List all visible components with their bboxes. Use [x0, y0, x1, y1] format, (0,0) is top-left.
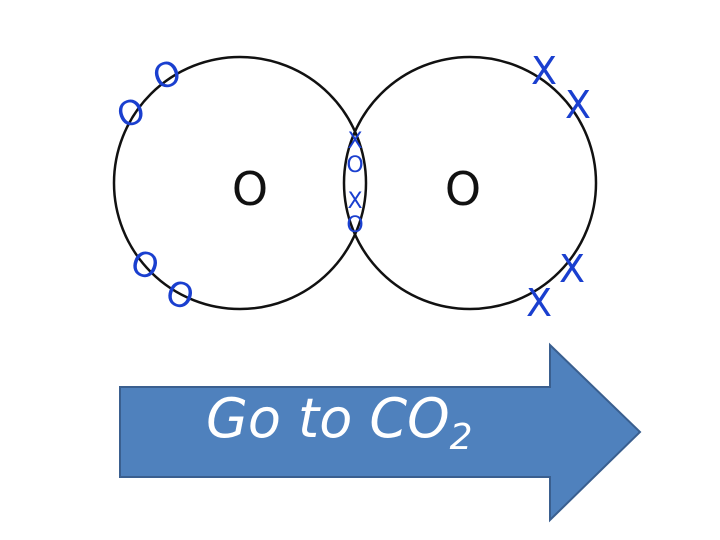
right-electron-1: X [531, 49, 557, 93]
shared-electron-pair-column: X O X O [346, 129, 363, 238]
left-electron-3: O [125, 242, 164, 289]
left-electron-2: O [112, 90, 151, 137]
right-atom-shell [342, 55, 598, 311]
shared-electron-2: O [346, 153, 363, 178]
left-lone-electrons: O O O O [112, 52, 199, 319]
left-electron-4: O [160, 272, 199, 319]
right-electron-4: X [526, 281, 552, 325]
shared-electron-1: X [347, 129, 362, 154]
shared-electron-4: O [346, 213, 363, 238]
right-electron-2: X [565, 83, 591, 127]
right-electron-3: X [559, 247, 585, 291]
left-atom-shell [112, 55, 368, 311]
left-atom-symbol: O [232, 162, 268, 216]
go-to-co2-arrow[interactable] [119, 342, 642, 523]
shared-electron-3: X [347, 189, 362, 214]
right-atom-symbol: O [445, 162, 481, 216]
right-lone-electrons: X X X X [526, 49, 591, 325]
